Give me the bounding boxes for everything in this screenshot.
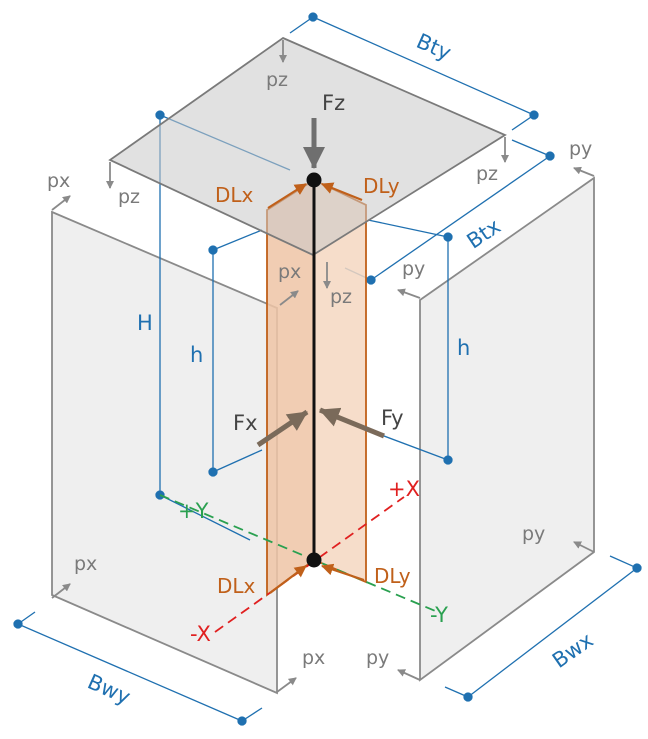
px-label-left-wall-bottom: px — [74, 553, 97, 575]
bwx-dimension-label: Bwx — [548, 628, 598, 673]
plus-y-label: +Y — [178, 499, 209, 523]
py-label-right-wall-mid: py — [522, 523, 545, 545]
y-axis-line — [159, 494, 441, 614]
py-label-bottom: py — [366, 647, 389, 669]
dlx-bottom-label: DLx — [217, 574, 256, 598]
H-dimension-label: H — [137, 311, 153, 335]
dlx-bottom-arrow — [269, 565, 307, 594]
dlx-top-label: DLx — [215, 183, 254, 207]
fy-label: Fy — [381, 406, 404, 430]
px-label-bottom: px — [302, 647, 325, 669]
h-right-dimension-label: h — [457, 336, 470, 360]
py-label-right-wall-top: py — [569, 138, 592, 160]
px-label-column: px — [278, 261, 301, 283]
fz-label: Fz — [322, 91, 345, 115]
left-wall — [51, 210, 278, 695]
dly-bottom-label: DLy — [374, 564, 411, 588]
fx-label: Fx — [233, 411, 258, 435]
dimension-lines — [13, 12, 642, 726]
pz-label-top-left: pz — [118, 186, 140, 208]
pz-label-top-back: pz — [266, 69, 288, 91]
px-label-left-wall-top: px — [47, 170, 70, 192]
minus-x-label: -X — [190, 622, 211, 646]
py-label-right-wall-inner: py — [402, 258, 425, 280]
fx-arrow — [256, 409, 309, 448]
fy-arrow — [319, 407, 385, 439]
dly-top-label: DLy — [363, 174, 400, 198]
dlx-top-arrow — [267, 183, 307, 209]
top-node — [306, 172, 322, 188]
pz-label-top-right: pz — [476, 163, 498, 185]
pressure-arrows — [51, 40, 595, 693]
minus-y-label: -Y — [430, 603, 448, 627]
bty-dimension-label: Bty — [413, 29, 455, 65]
dly-bottom-arrow — [321, 563, 365, 582]
dly-top-arrow — [321, 182, 363, 202]
h-left-dimension-label: h — [190, 343, 203, 367]
plus-x-label: +X — [388, 477, 420, 501]
bwy-dimension-label: Bwy — [84, 669, 134, 709]
base-node — [306, 552, 322, 568]
pz-label-under: pz — [330, 286, 352, 308]
top-plate — [108, 36, 507, 257]
